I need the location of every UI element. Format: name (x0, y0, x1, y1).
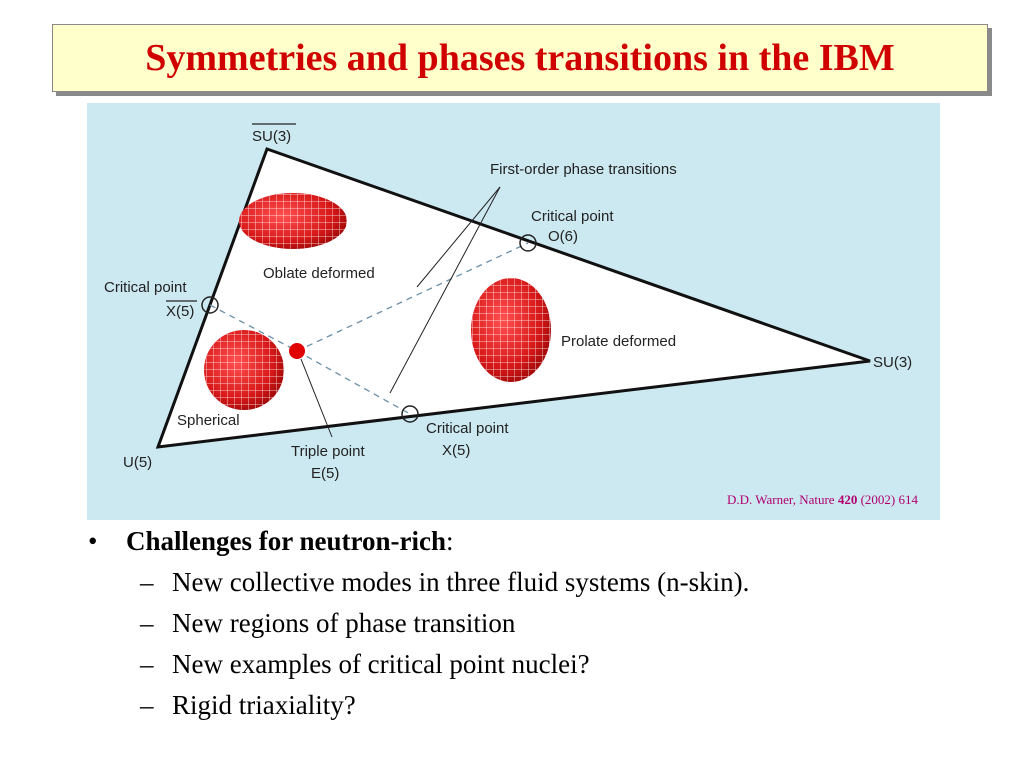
triple-point-dot (289, 343, 305, 359)
prolate-nucleus (471, 278, 551, 382)
critical-point-x5-label: Critical point (426, 420, 509, 437)
bullet-list: •Challenges for neutron-rich: –New colle… (88, 528, 1008, 733)
sub-bullet-dash: – (140, 608, 154, 638)
x5-bar-label: X(5) (166, 303, 194, 320)
sub-bullet-text: New examples of critical point nuclei? (172, 649, 590, 679)
oblate-label: Oblate deformed (263, 265, 375, 282)
pointer-line-first-order-2 (389, 186, 501, 394)
sub-bullet-text: New collective modes in three fluid syst… (172, 567, 750, 597)
spherical-nucleus (204, 330, 284, 410)
citation-volume: 420 (837, 492, 858, 507)
dashed-boundary-triple-o6 (296, 242, 529, 352)
sub-bullet-item: –New regions of phase transition (88, 610, 1008, 637)
oblate-nucleus (239, 193, 347, 249)
slide-title: Symmetries and phases transitions in the… (145, 37, 895, 79)
triangle-diagram: SU(3) U(5) SU(3) First-order phase trans… (104, 123, 912, 482)
pointer-line-first-order-1 (416, 186, 501, 288)
sub-bullet-dash: – (140, 690, 154, 720)
bullet-main: • Challenges for neutron-rich: (88, 528, 1008, 555)
citation-authors: D.D. Warner, Nature (727, 492, 838, 507)
prolate-label: Prolate deformed (561, 333, 676, 350)
critical-point-o6-label: Critical point (531, 208, 614, 225)
vertex-label-u5: U(5) (123, 454, 152, 471)
sub-bullet-item: –New collective modes in three fluid sys… (88, 569, 1008, 596)
triple-point-label: Triple point (291, 443, 365, 460)
title-box: Symmetries and phases transitions in the… (52, 24, 988, 92)
sub-bullet-text: New regions of phase transition (172, 608, 516, 638)
bullet-main-bold: Challenges for neutron-rich (126, 526, 446, 556)
sub-bullet-dash: – (140, 567, 154, 597)
spherical-label: Spherical (177, 412, 240, 429)
bullet-main-suffix: : (446, 526, 454, 556)
o6-label: O(6) (548, 228, 578, 245)
critical-point-x5bar-marker (201, 296, 219, 314)
critical-point-o6-marker (519, 234, 537, 252)
pointer-line-triple-point (300, 358, 333, 438)
first-order-label: First-order phase transitions (490, 161, 677, 178)
x5-label: X(5) (442, 442, 470, 459)
dashed-boundary-x5bar-triple (209, 304, 298, 352)
e5-label: E(5) (311, 465, 339, 482)
citation: D.D. Warner, Nature 420 (2002) 614 (727, 492, 918, 508)
sub-bullet-dash: – (140, 649, 154, 679)
bullet-dot: • (88, 526, 98, 556)
vertex-label-su3-bar: SU(3) (252, 128, 291, 145)
citation-rest: (2002) 614 (857, 492, 918, 507)
sub-bullet-item: –New examples of critical point nuclei? (88, 651, 1008, 678)
critical-point-x5-marker (401, 405, 419, 423)
sub-bullet-text: Rigid triaxiality? (172, 690, 356, 720)
ibm-symmetry-triangle-figure: SU(3) U(5) SU(3) First-order phase trans… (87, 103, 940, 520)
critical-point-x5bar-label: Critical point (104, 279, 187, 296)
sub-bullet-item: –Rigid triaxiality? (88, 692, 1008, 719)
vertex-label-su3: SU(3) (873, 354, 912, 371)
